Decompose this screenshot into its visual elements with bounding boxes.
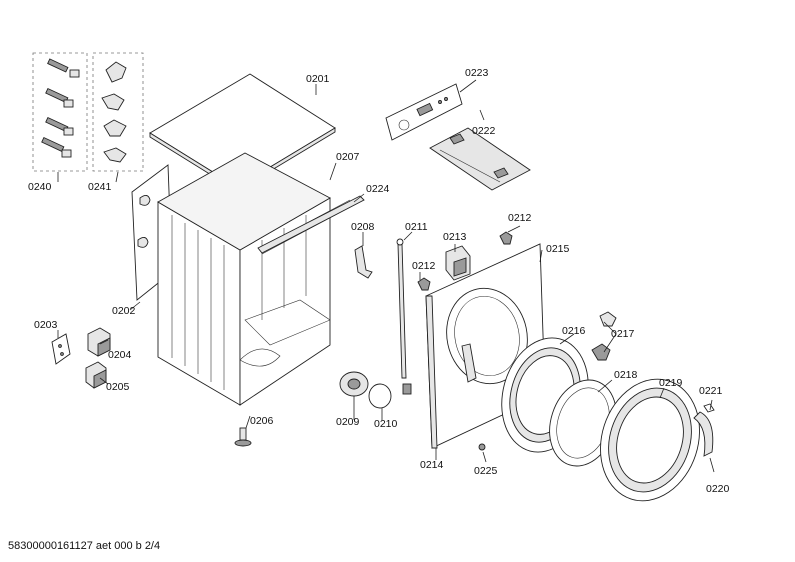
label-0212-b: 0212 (412, 260, 436, 272)
label-0215: 0215 (546, 243, 570, 255)
clip-0212-b (417, 277, 431, 291)
label-0204: 0204 (108, 349, 132, 361)
label-0240: 0240 (28, 181, 52, 193)
label-0206: 0206 (250, 415, 274, 427)
label-0202: 0202 (112, 305, 136, 317)
door-frame-0219 (600, 378, 700, 502)
handle-cover-0221 (703, 403, 715, 413)
label-0210: 0210 (374, 418, 398, 430)
part-0209 (339, 371, 369, 397)
part-0208 (354, 245, 373, 279)
label-0201: 0201 (306, 73, 330, 85)
label-0209: 0209 (336, 416, 360, 428)
label-0219: 0219 (659, 377, 683, 389)
label-0225: 0225 (474, 465, 498, 477)
label-0211: 0211 (405, 221, 428, 233)
foot-0206 (234, 427, 252, 447)
label-0205: 0205 (106, 381, 130, 393)
crossbar (257, 195, 365, 254)
label-0218: 0218 (614, 369, 638, 381)
screw-kit-0240 (32, 52, 88, 172)
door-handle-0220 (693, 411, 714, 457)
label-0221: 0221 (699, 385, 723, 397)
label-0203: 0203 (34, 319, 58, 331)
label-0241: 0241 (88, 181, 112, 193)
rod-0211 (396, 238, 412, 395)
label-0207: 0207 (336, 151, 360, 163)
label-0224: 0224 (366, 183, 390, 195)
part-labels: 0201 0202 0203 0204 0205 0206 0207 0208 … (28, 67, 730, 495)
label-0213: 0213 (443, 231, 467, 243)
document-id: 58300000161127 aet 000 b 2/4 (8, 540, 161, 552)
control-panel-0223 (385, 83, 463, 141)
clip-0212-a (499, 231, 513, 245)
part-0204 (87, 327, 111, 357)
label-0217: 0217 (611, 328, 635, 340)
cabinet-frame (157, 152, 353, 406)
part-0203 (51, 333, 71, 365)
part-0205 (85, 361, 107, 389)
door-lock-0213 (445, 245, 471, 281)
screw-kit-0241 (92, 52, 144, 172)
label-0223: 0223 (465, 67, 489, 79)
leader-lines (57, 79, 715, 473)
label-0216: 0216 (562, 325, 586, 337)
label-0222: 0222 (472, 125, 496, 137)
control-module-0222 (429, 127, 531, 191)
label-0220: 0220 (706, 483, 730, 495)
label-0212-a: 0212 (508, 212, 532, 224)
screw-0225 (478, 443, 486, 451)
part-0210 (368, 383, 392, 409)
label-0208: 0208 (351, 221, 375, 233)
label-0214: 0214 (420, 459, 444, 471)
